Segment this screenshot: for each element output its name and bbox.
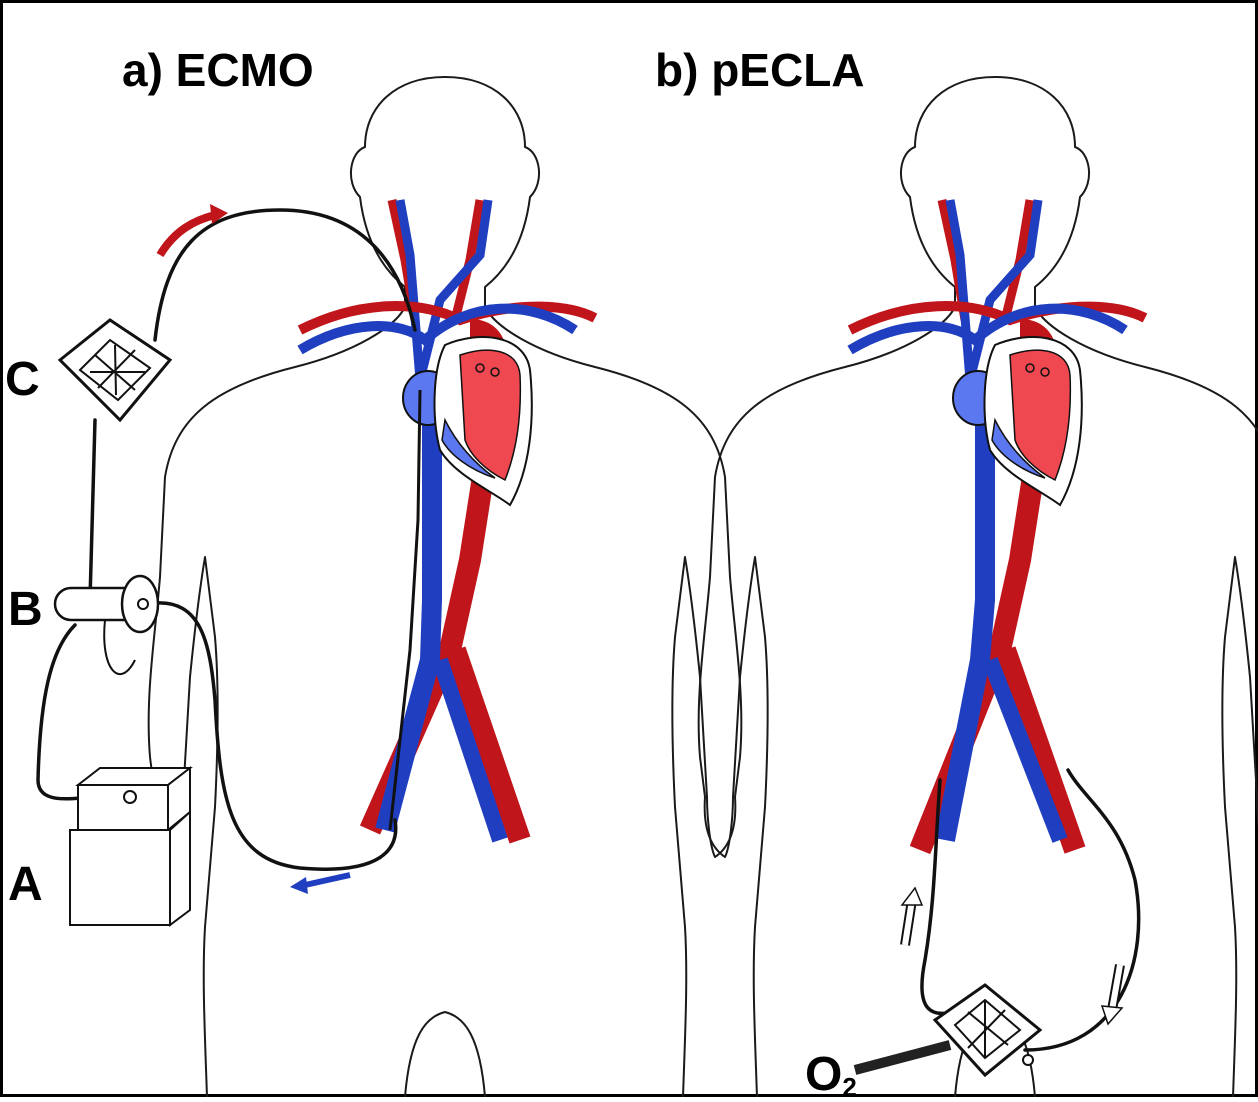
label-b: B (8, 583, 43, 636)
panel-ecmo: a) ECMO (5, 44, 741, 1097)
label-c: C (5, 353, 40, 406)
ecmo-body-outline (149, 77, 742, 1097)
console-a: A (8, 768, 190, 925)
oxygenator-c: C (5, 320, 170, 420)
panel-pecla: b) pECLA (655, 44, 1258, 1097)
pecla-title: b) pECLA (655, 44, 865, 96)
oxygen-line (855, 1045, 950, 1070)
ecmo-vessels (300, 200, 595, 840)
label-a: A (8, 858, 43, 911)
pecla-circuit (902, 770, 1139, 1050)
pump-b: B (8, 576, 158, 674)
pecla-vessels (850, 200, 1145, 850)
venous-flow-arrow (305, 875, 350, 885)
oxygenated-flow-arrow (160, 215, 215, 255)
ecmo-title: a) ECMO (122, 44, 314, 96)
oxygen-label: O2 (805, 1048, 857, 1097)
